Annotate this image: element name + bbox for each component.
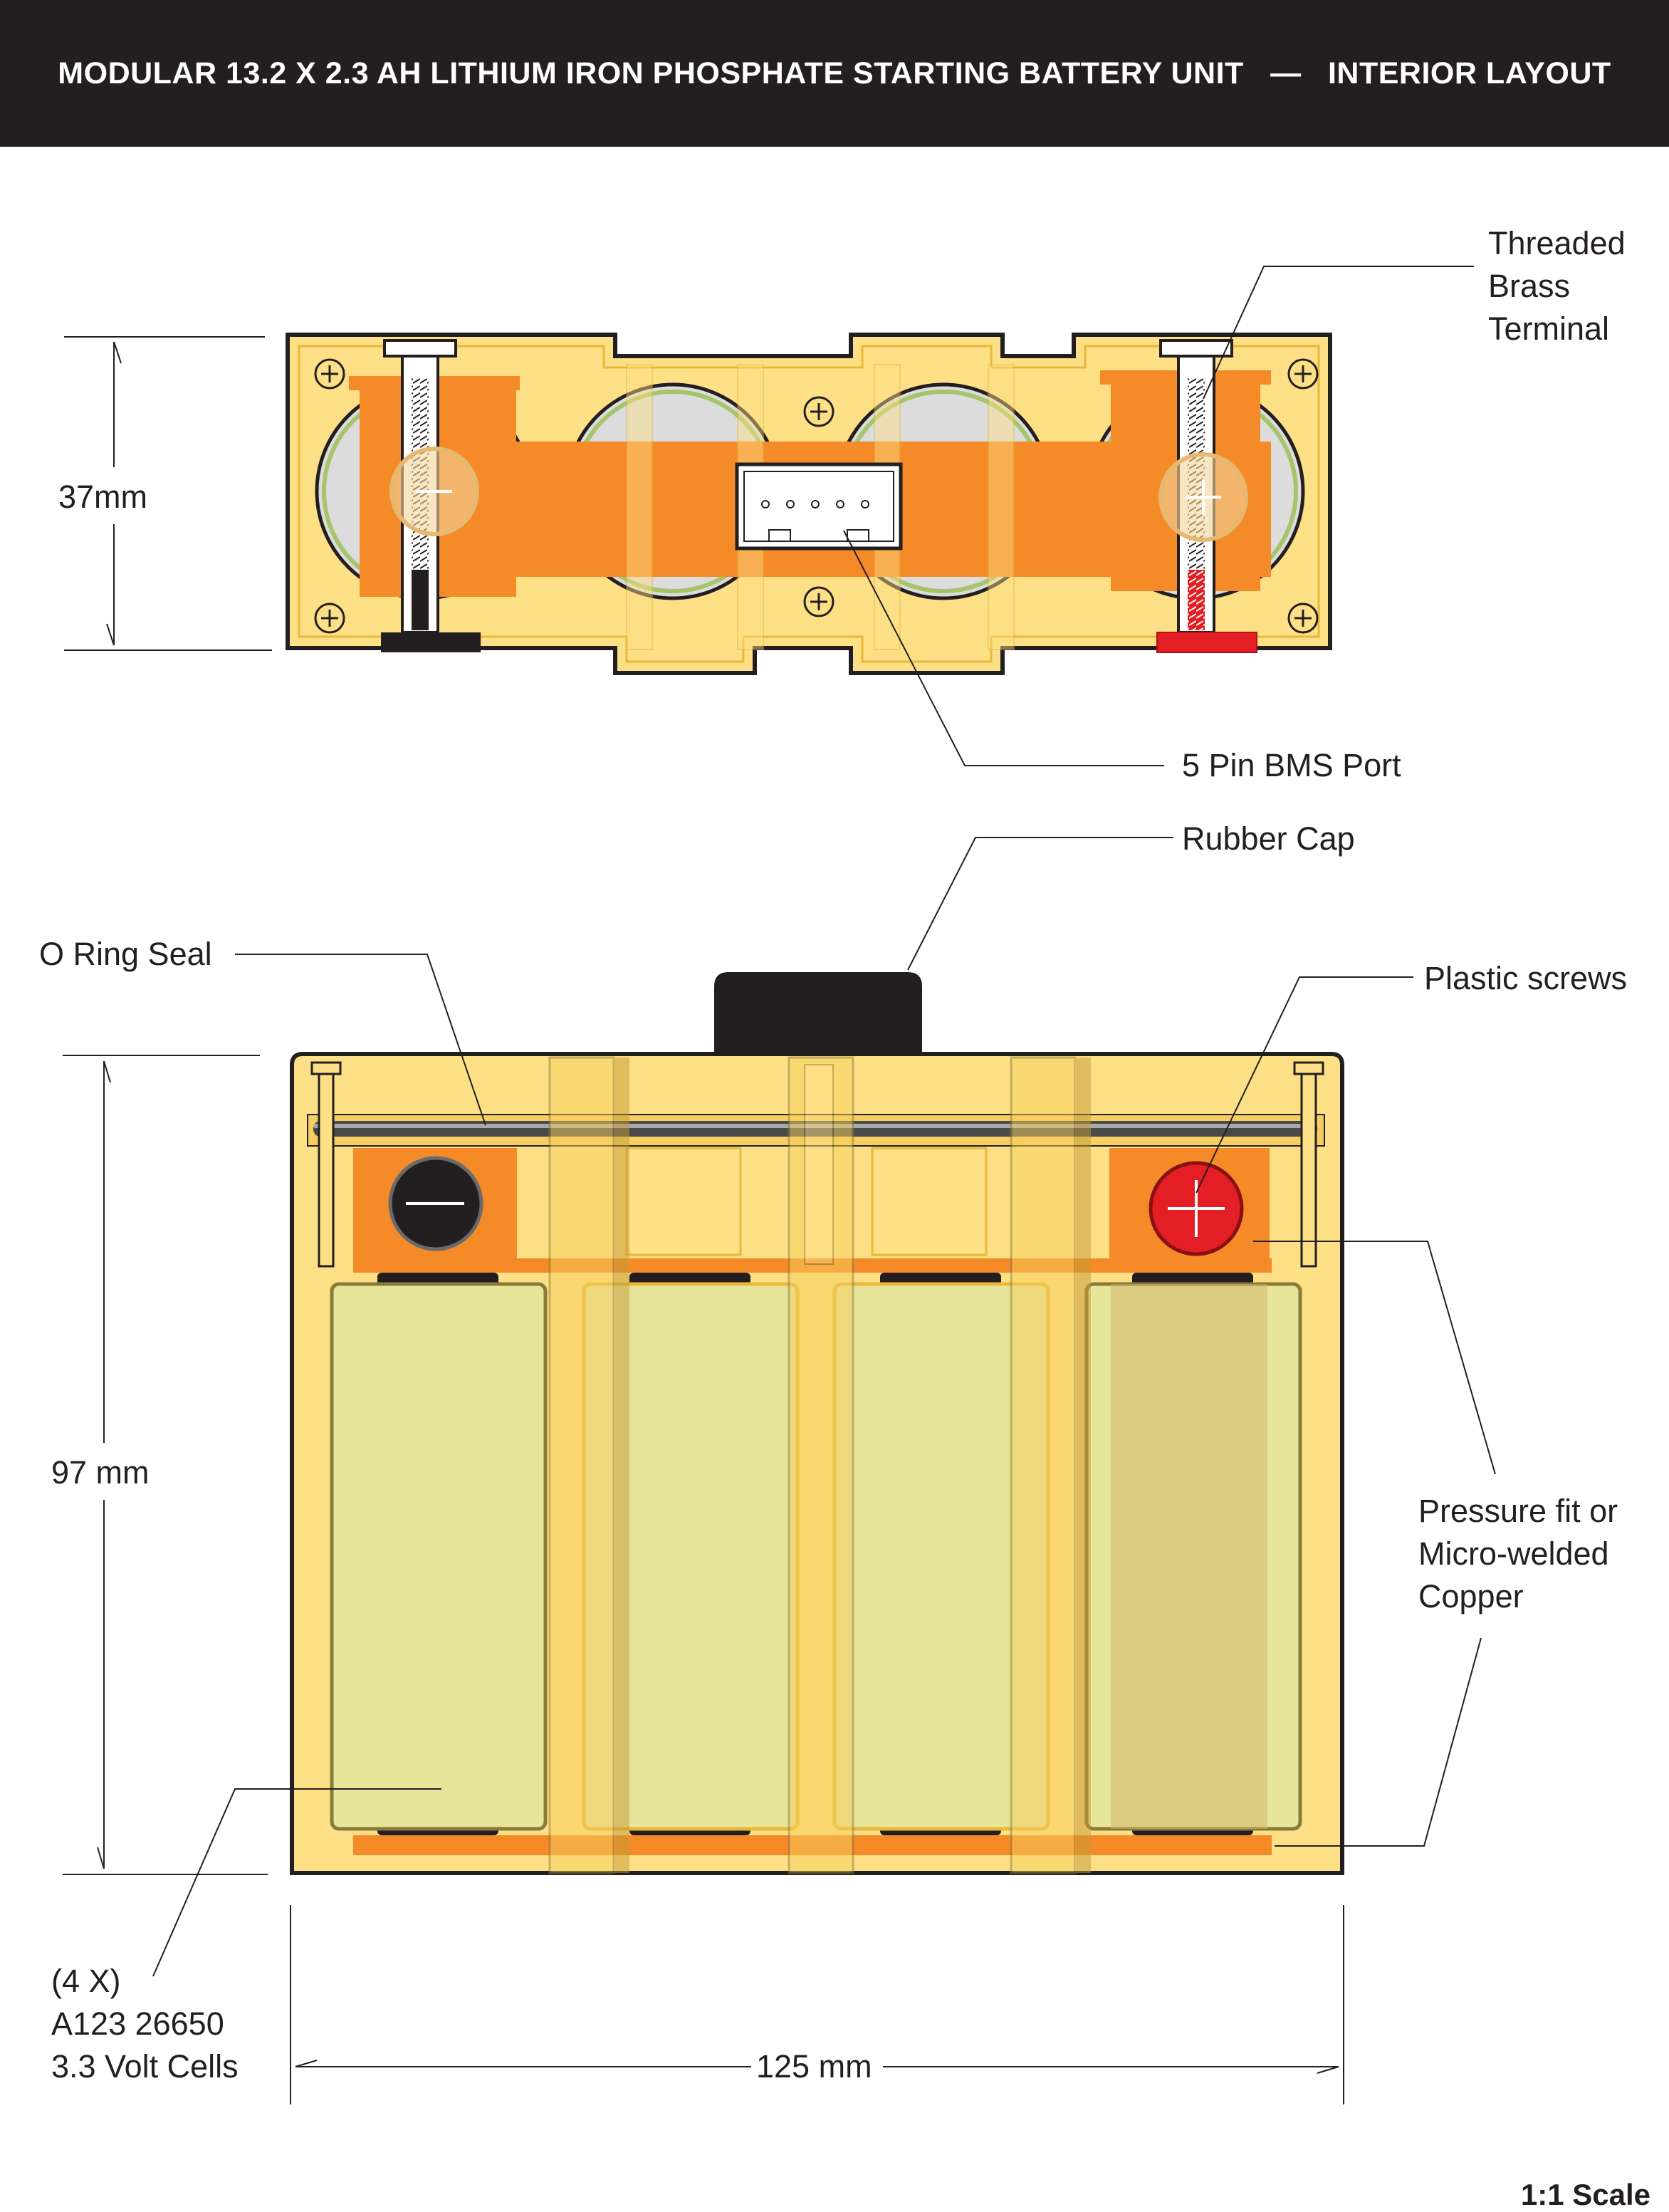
terminal-label-line2: Brass [1488,268,1571,304]
dimension-37mm-label: 37mm [58,479,148,515]
front-side-screws [310,1061,1324,1268]
o-ring-seal-label: O Ring Seal [39,936,212,972]
front-cells [330,1282,1302,1831]
cells-label-line1: (4 X) [51,1963,121,1999]
title-bar: MODULAR 13.2 X 2.3 AH LITHIUM IRON PHOSP… [0,0,1669,147]
dimension-97mm-label: 97 mm [51,1454,150,1491]
rubber-cap [714,972,922,1054]
top-leaders [843,266,1474,766]
dimension-125mm [290,1905,1344,2104]
dimension-125mm-label: 125 mm [756,2048,872,2085]
front-leaders [152,837,1496,1977]
cells-label-line3: 3.3 Volt Cells [51,2048,239,2085]
copper-label-line3: Copper [1418,1578,1524,1614]
terminal-label-line3: Terminal [1488,311,1610,347]
top-screws [314,358,1319,634]
dimension-97mm [63,1055,268,1875]
copper-label-line1: Pressure fit or [1418,1493,1618,1529]
cells-label-line2: A123 26650 [51,2005,224,2042]
bms-port [735,462,903,551]
cell-1 [330,1282,548,1831]
front-partitions [548,1056,1267,1874]
copper-label-line2: Micro-welded [1418,1535,1609,1572]
negative-terminal-front [388,1156,483,1251]
terminal-label-line1: Threaded [1488,225,1626,261]
rubber-cap-label: Rubber Cap [1182,820,1355,857]
positive-terminal-front [1149,1161,1244,1256]
page-title: MODULAR 13.2 X 2.3 AH LITHIUM IRON PHOSP… [58,56,1611,90]
plastic-screws-label: Plastic screws [1424,960,1628,996]
negative-terminal-top [381,339,481,652]
scale-note: 1:1 Scale [1520,2178,1650,2211]
positive-terminal-top [1156,339,1257,653]
dimension-37mm [64,336,272,651]
front-view [63,837,1496,2104]
bms-port-label: 5 Pin BMS Port [1182,747,1401,783]
top-view [64,266,1474,766]
